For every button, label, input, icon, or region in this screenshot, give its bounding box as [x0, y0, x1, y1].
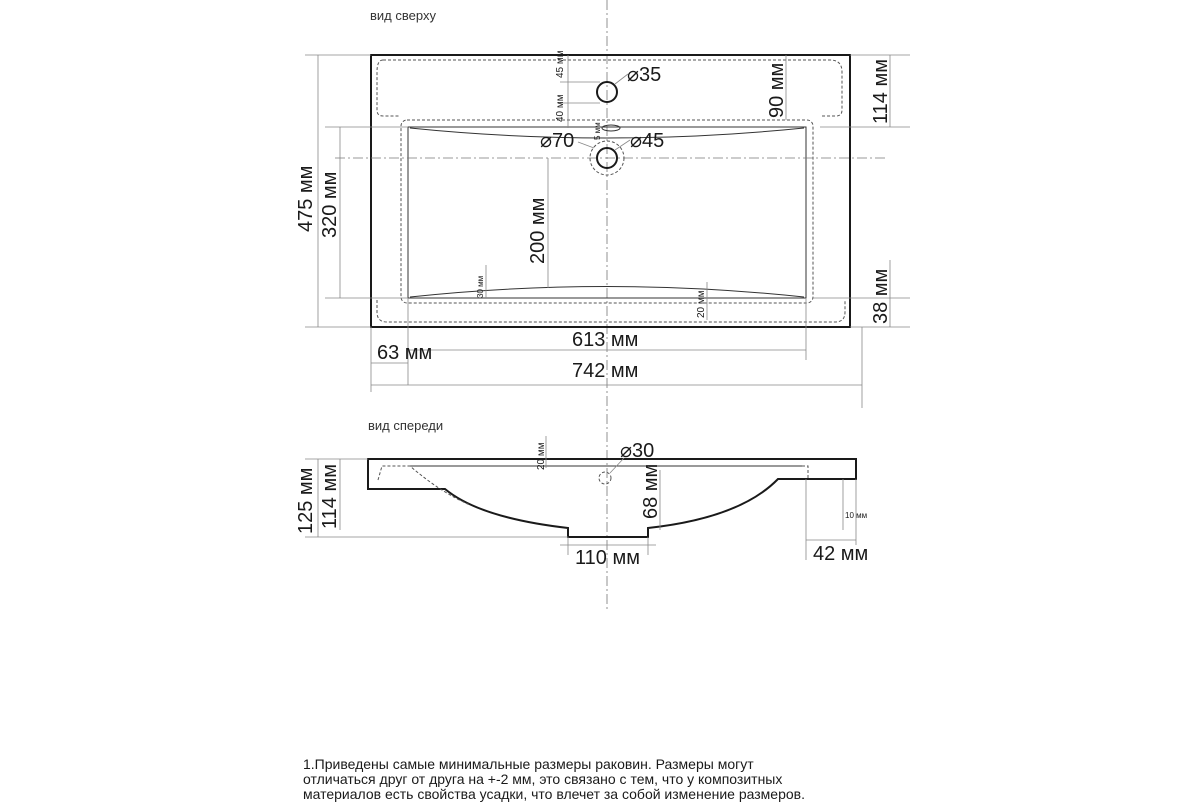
footnote-line-3: материалов есть свойства усадки, что вле…	[303, 786, 805, 802]
front-view: ⌀30 20 мм 68 мм 125 мм 114 мм 10 мм 110 …	[295, 436, 868, 569]
dim-63-label: 63 мм	[377, 342, 432, 364]
front-dim-42-label: 42 мм	[813, 543, 868, 565]
front-dim-110-label: 110 мм	[575, 547, 640, 569]
dim-45-label: 45 мм	[555, 50, 566, 78]
front-drain-hole	[598, 471, 612, 485]
top-view-label: вид сверху	[370, 8, 436, 23]
bowl-dashed-rim	[400, 119, 814, 304]
drain-45-leader	[614, 139, 631, 151]
front-dim-125-label: 125 мм	[295, 468, 317, 534]
faucet-hole	[596, 81, 618, 103]
hole-35-label: ⌀35	[627, 64, 661, 86]
dim-200-label: 200 мм	[527, 198, 549, 264]
front-dim-20-label: 20 мм	[536, 442, 547, 470]
dim-20-label: 20 мм	[696, 290, 707, 318]
faucet-hole-leader	[614, 73, 629, 85]
dim-5-label: 5 мм	[593, 122, 602, 140]
bowl-bottom-curve	[409, 286, 805, 298]
dim-613-label: 613 мм	[572, 329, 638, 351]
overflow-slot	[601, 124, 621, 132]
drain-70-leader	[577, 141, 595, 149]
top-dashed-bottom	[376, 300, 846, 323]
dim-114-label: 114 мм	[870, 59, 892, 124]
dim-320-label: 320 мм	[319, 172, 341, 238]
dim-90-label: 90 мм	[766, 63, 788, 118]
bowl-inner	[407, 126, 807, 299]
front-dashed-bowl-right	[802, 465, 809, 480]
hole-45-label: ⌀45	[630, 130, 664, 152]
front-dim-68-label: 68 мм	[640, 464, 662, 519]
dim-40-label: 40 мм	[555, 94, 566, 122]
dim-38-label: 38 мм	[870, 269, 892, 324]
hole-30-label: ⌀30	[620, 440, 654, 462]
drain-hole-outer	[589, 140, 625, 176]
top-dashed-outline	[383, 59, 843, 117]
drain-hole-inner	[596, 147, 618, 169]
footnote-line-2: отличаться друг от друга на +-2 мм, это …	[303, 771, 783, 787]
front-hole-leader	[609, 457, 625, 474]
front-dashed-bowl	[377, 465, 471, 506]
front-view-label: вид спереди	[368, 418, 443, 433]
footnote-line-1: 1.Приведены самые минимальные размеры ра…	[303, 756, 754, 772]
top-outer-outline	[370, 54, 851, 328]
front-dim-114-label: 114 мм	[319, 464, 341, 529]
front-slab-outline	[367, 458, 857, 538]
dim-475-label: 475 мм	[295, 166, 317, 232]
hole-70-label: ⌀70	[540, 130, 574, 152]
dim-30-label: 30 мм	[476, 276, 485, 298]
dim-742-label: 742 мм	[572, 360, 638, 382]
bowl-top-curve	[409, 127, 805, 139]
top-view: ⌀35 ⌀70 ⌀45 45 мм 40 мм 5 мм 90 мм 114 м…	[295, 50, 910, 408]
top-dashed-outline-left	[376, 59, 400, 117]
footnote: 1.Приведены самые минимальные размеры ра…	[303, 757, 1003, 802]
